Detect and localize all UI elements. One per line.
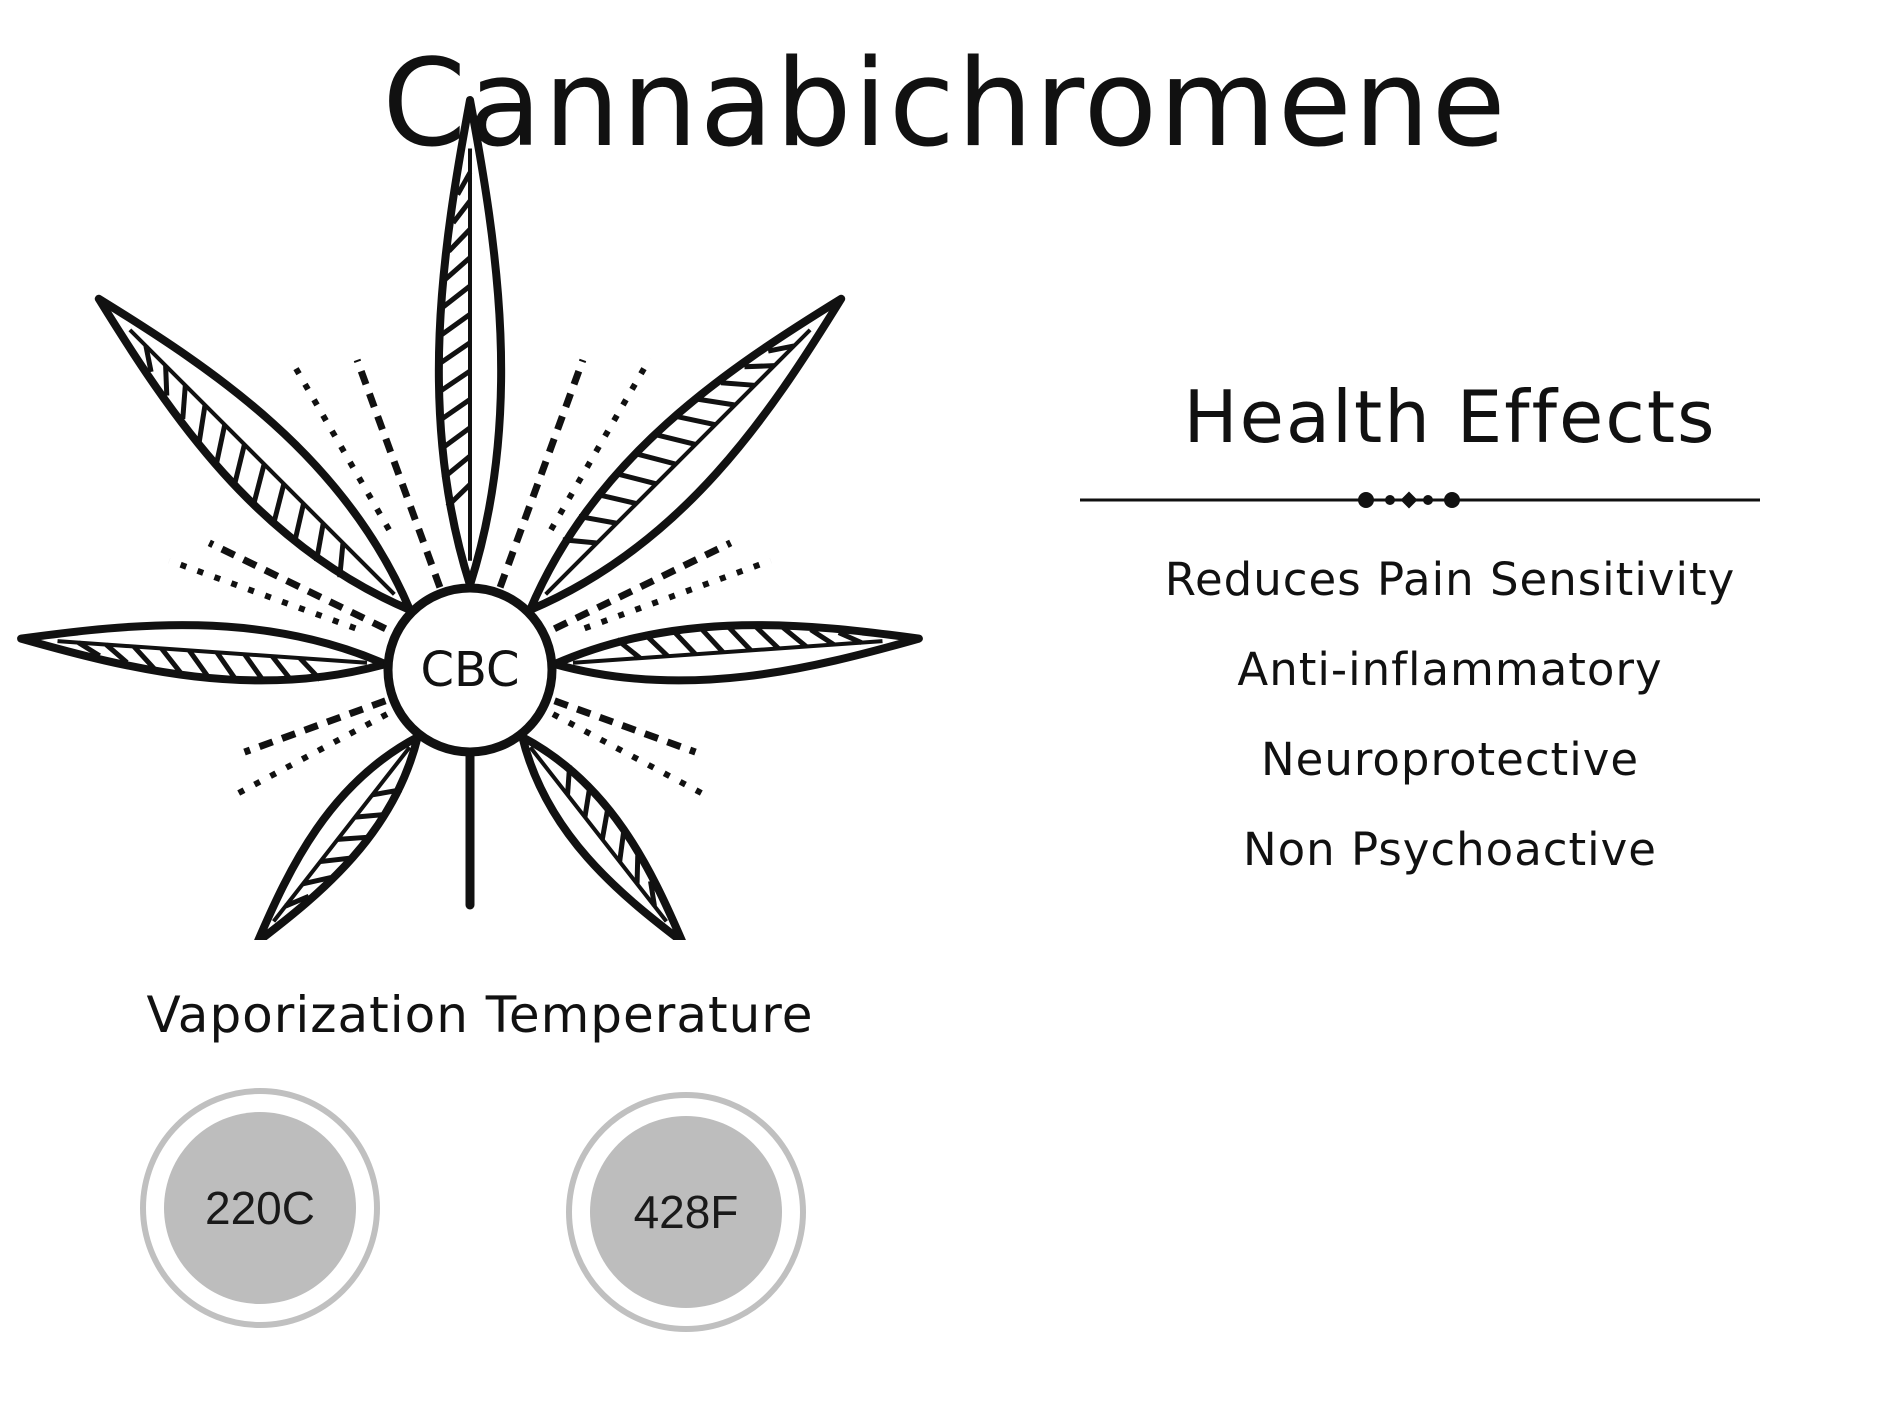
list-item: Anti-inflammatory	[1237, 643, 1663, 696]
list-item: Reduces Pain Sensitivity	[1164, 553, 1736, 606]
sunburst-ray	[230, 711, 389, 800]
ornamental-divider-icon	[1080, 491, 1760, 509]
temperature-fahrenheit-value: 428F	[590, 1116, 782, 1308]
sunburst-ray	[551, 711, 710, 800]
leaf-blade	[254, 733, 422, 940]
temperature-fahrenheit-badge: 428F	[566, 1092, 806, 1332]
sunburst-ray	[548, 356, 653, 532]
compound-abbreviation: CBC	[420, 642, 519, 698]
temperature-celsius-value: 220C	[164, 1112, 356, 1304]
sunburst-ray	[207, 539, 409, 643]
list-item: Neuroprotective	[1260, 733, 1640, 786]
health-effects-list: Reduces Pain Sensitivity Anti-inflammato…	[1080, 535, 1820, 895]
list-item: Non Psychoactive	[1242, 823, 1657, 876]
sunburst-ray	[168, 557, 357, 632]
leaf-blades	[17, 96, 923, 940]
sunburst-ray	[496, 358, 587, 589]
page-title: Cannabichromene	[382, 35, 1508, 174]
leaf-blade	[526, 294, 846, 614]
sunburst-ray	[287, 356, 392, 532]
sunburst-ray	[583, 557, 772, 632]
cannabis-leaf-icon: CBC	[17, 96, 923, 940]
vaporization-label: Vaporization Temperature	[146, 986, 814, 1044]
leaf-blade	[550, 621, 923, 685]
sunburst-ray	[531, 539, 733, 643]
leaf-blade	[518, 733, 686, 940]
leaf-blade	[94, 294, 414, 614]
sunburst-ray	[353, 358, 444, 589]
health-effects-heading: Health Effects	[1183, 375, 1717, 459]
leaf-blade	[17, 621, 390, 685]
center-circle	[383, 583, 557, 757]
temperature-celsius-badge: 220C	[140, 1088, 380, 1328]
leaf-blade	[434, 96, 506, 589]
